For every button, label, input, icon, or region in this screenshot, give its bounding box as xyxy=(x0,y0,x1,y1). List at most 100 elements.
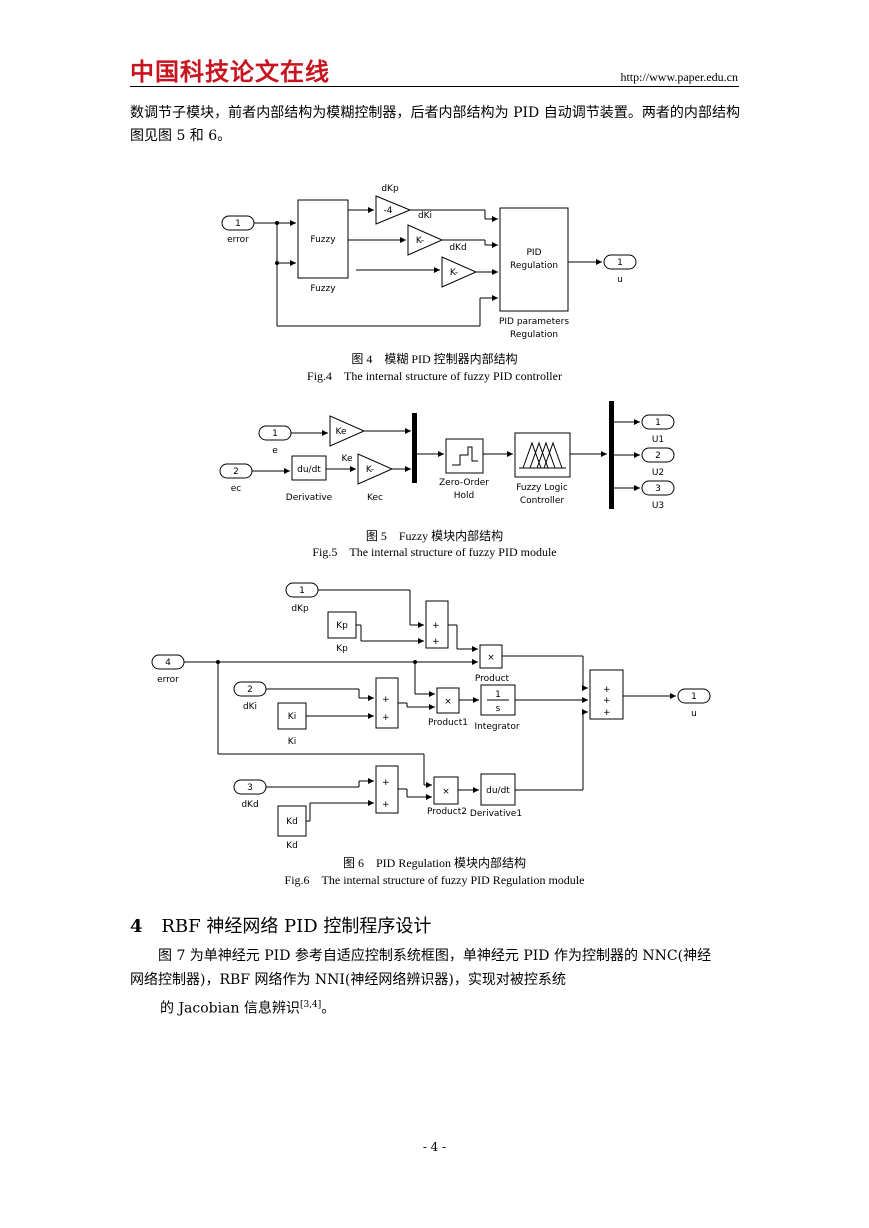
section-title: RBF 神经网络 PID 控制程序设计 xyxy=(161,916,432,937)
fig6-integrator-num: 1 xyxy=(495,690,501,700)
fig6-out-port xyxy=(677,688,711,704)
fig4-gain1 xyxy=(375,195,412,225)
fig4-fuzzy-block xyxy=(297,199,349,279)
fig5-out1-port xyxy=(641,414,675,430)
fig5-ke-name: Ke xyxy=(342,454,353,464)
fig6-derivative1-name: Derivative1 xyxy=(470,809,522,819)
fig5-out2-port xyxy=(641,447,675,463)
fig4-fuzzy-name: Fuzzy xyxy=(310,284,336,294)
body-line-1: 图 7 为单神经元 PID 参考自适应控制系统框图，单神经元 PID 作为控制器… xyxy=(158,948,712,964)
fig5-caption-en: Fig.5 The internal structure of fuzzy PI… xyxy=(312,545,557,559)
fig5-demux-bar xyxy=(609,401,614,509)
page-number: - 4 - xyxy=(422,1140,447,1154)
fig4-caption-en: Fig.4 The internal structure of fuzzy PI… xyxy=(307,369,562,383)
fig4-gain3-label: K- xyxy=(450,268,458,278)
fig6-product1-name: Product1 xyxy=(428,718,468,728)
journal-logo: 中国科技论文在线 xyxy=(130,58,330,86)
fig6-dkp-num: 1 xyxy=(299,586,305,596)
fig4-dkp-label: dKp xyxy=(381,184,399,194)
citation-ref[interactable]: [3,4] xyxy=(299,1000,322,1010)
body-line-2: 网络控制器)，RBF 网络作为 NNI(神经网络辨识器)，实现对被控系统 xyxy=(130,972,566,988)
fig4-gain3 xyxy=(441,256,478,288)
fig6-ki-label: Ki xyxy=(288,712,296,722)
fig5-ke-gain xyxy=(329,415,366,447)
fig5-mux-bar xyxy=(412,413,417,483)
fig6-dkd-name: dKd xyxy=(241,800,258,810)
fig6-kd-name: Kd xyxy=(286,841,298,850)
fig6-diagram: 1 dKp Kp Kp + + 4 error × Product 2 dKi … xyxy=(151,582,711,850)
fig6-dkp-name: dKp xyxy=(291,604,309,614)
fig5-ke-gain-label: Ke xyxy=(336,427,347,437)
fig6-dki-num: 2 xyxy=(247,685,253,695)
fig5-out3-port xyxy=(641,480,675,496)
fig6-kp-label: Kp xyxy=(336,621,348,631)
fig5-kec-gain-label: K- xyxy=(366,465,374,475)
intro-paragraph: 数调节子模块，前者内部结构为模糊控制器，后者内部结构为 PID 自动调节装置。两… xyxy=(130,105,740,144)
fig6-error-num: 4 xyxy=(165,658,171,668)
fig5-zoh-block xyxy=(445,438,484,474)
fig5-kec-gain xyxy=(357,453,394,485)
body-line-3-text: 的 Jacobian 信息辨识 xyxy=(160,1000,300,1017)
fig5-flc-name2: Controller xyxy=(520,496,565,506)
fig5-zoh-name1: Zero-Order xyxy=(439,478,489,488)
fig6-sumout-plus-b: + xyxy=(603,696,611,706)
fig4-fuzzy-label: Fuzzy xyxy=(310,235,336,245)
fig6-sum1-plus-b: + xyxy=(432,637,440,647)
fig6-caption-en: Fig.6 The internal structure of fuzzy PI… xyxy=(284,873,585,887)
fig4-gain1-label: -4 xyxy=(384,206,393,216)
fig5-deriv-name: Derivative xyxy=(286,493,333,503)
fig5-out2-name: U2 xyxy=(652,468,664,478)
fig4-dki-label: dKi xyxy=(418,211,432,221)
fig4-out-port xyxy=(603,254,637,270)
fig5-derivative-block xyxy=(291,455,327,481)
fig5-out1-name: U1 xyxy=(652,435,664,445)
fig4-gain2 xyxy=(407,224,444,256)
fig6-sum1-plus-a: + xyxy=(432,621,440,631)
section-heading: 4 RBF 神经网络 PID 控制程序设计 xyxy=(130,912,431,938)
fig6-sum-out xyxy=(589,669,624,720)
fig4-dkd-label: dKd xyxy=(449,243,466,253)
fig5-deriv-label: du/dt xyxy=(297,465,321,475)
fig6-kd-label: Kd xyxy=(286,817,298,827)
fig4-pid-name2: Regulation xyxy=(510,330,558,340)
fig5-in2-num: 2 xyxy=(233,467,239,477)
fig6-derivative1-label: du/dt xyxy=(486,786,510,796)
fig5-flc-block xyxy=(514,432,571,478)
fig6-sum3-plus-a: + xyxy=(382,778,390,788)
fig4-in-num: 1 xyxy=(235,219,241,229)
fig6-sumout-plus-c: + xyxy=(603,708,611,718)
fig6-error-name: error xyxy=(157,675,179,685)
fig6-sum2-plus-a: + xyxy=(382,695,390,705)
fig5-in1-num: 1 xyxy=(272,429,278,439)
header-url[interactable]: http://www.paper.edu.cn xyxy=(620,70,738,84)
fig4-caption-cn: 图 4 模糊 PID 控制器内部结构 xyxy=(351,352,518,366)
fig6-product2-sign: × xyxy=(442,787,450,797)
fig6-caption-cn: 图 6 PID Regulation 模块内部结构 xyxy=(343,856,526,870)
header-rule xyxy=(130,86,739,87)
fig6-sumout-plus-a: + xyxy=(603,685,611,695)
fig5-kec-name: Kec xyxy=(367,493,383,503)
fig6-integrator-name: Integrator xyxy=(474,722,519,732)
fig6-dkd-num: 3 xyxy=(247,783,253,793)
fig6-kp-name: Kp xyxy=(336,644,348,654)
fig6-integrator-den: s xyxy=(496,704,501,714)
fig5-in1-name: e xyxy=(272,446,278,456)
fig6-out-num: 1 xyxy=(691,692,697,702)
fig4-diagram: 1 error Fuzzy Fuzzy -4 K- K- dKp dKi dKd… xyxy=(221,184,637,340)
body-line-3-end: 。 xyxy=(321,1000,336,1017)
fig4-pid-line1: PID xyxy=(526,248,541,258)
body-line-3: 的 Jacobian 信息辨识[3,4]。 xyxy=(160,994,740,1021)
fig4-out-name: u xyxy=(617,275,623,285)
section-number: 4 xyxy=(130,916,143,937)
fig6-product2-name: Product2 xyxy=(427,807,467,817)
fig4-out-num: 1 xyxy=(617,258,623,268)
fig5-out2-num: 2 xyxy=(655,451,661,461)
fig6-product-sign: × xyxy=(487,653,495,663)
fig5-out3-name: U3 xyxy=(652,501,664,511)
fig6-sum2-plus-b: + xyxy=(382,713,390,723)
fig5-in2-name: ec xyxy=(231,484,242,494)
fig4-pid-name1: PID parameters xyxy=(499,317,569,327)
fig6-dki-name: dKi xyxy=(243,702,257,712)
fig6-product-name: Product xyxy=(475,674,510,684)
fig6-out-name: u xyxy=(691,709,697,719)
